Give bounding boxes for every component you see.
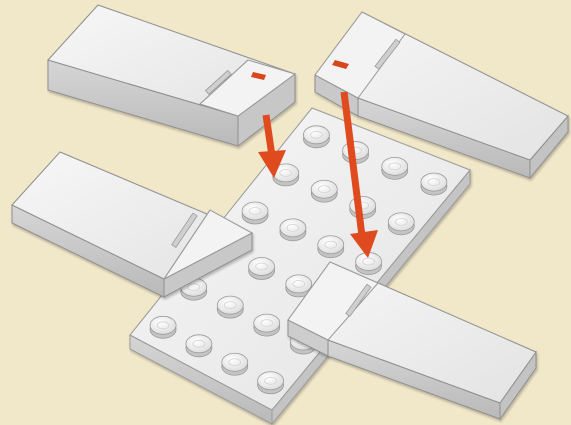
stud [254,314,280,336]
stud [186,335,212,357]
stud [222,353,248,375]
stud [150,316,176,338]
stud [258,372,284,394]
stud [242,202,268,224]
stud [280,219,306,241]
stud [311,180,337,202]
stud [388,213,414,235]
stud [421,173,447,195]
stud [217,296,243,318]
stud [318,236,344,258]
stud [303,126,329,148]
stud [249,258,275,280]
hinge-tile-right [288,262,536,419]
stud [382,157,408,179]
hinge-tile-top-left [48,5,295,146]
